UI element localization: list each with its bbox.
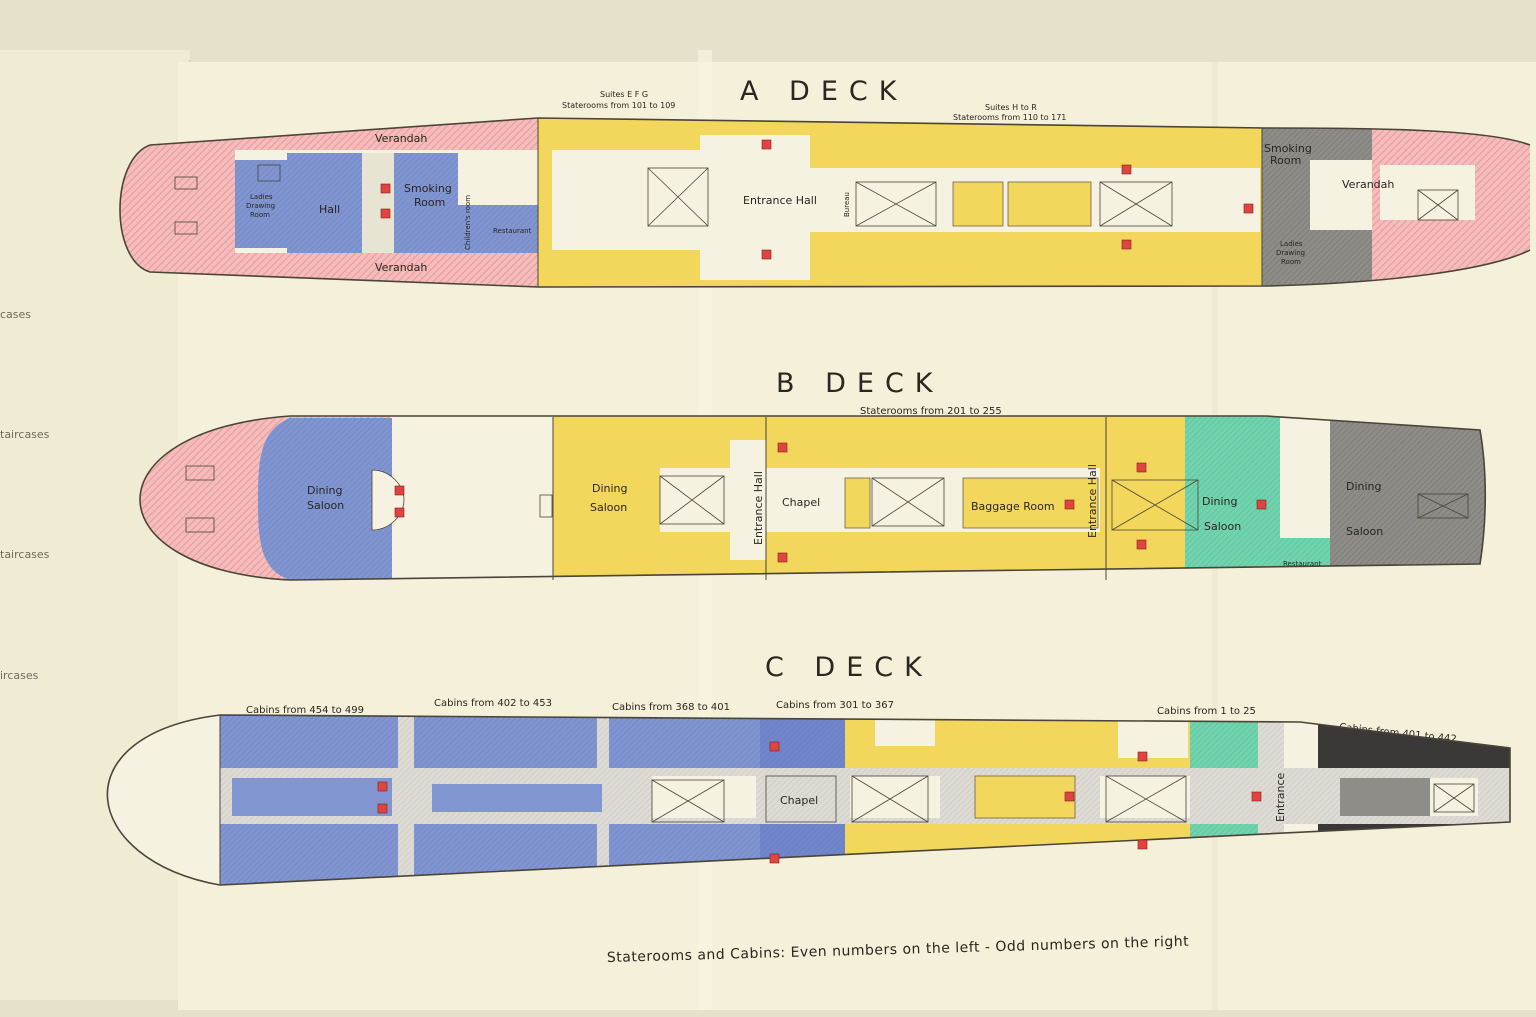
a-label-restaurant: Restaurant: [493, 227, 532, 235]
left-panel-item: taircases: [0, 428, 50, 441]
left-panel-item: ircases: [0, 669, 39, 682]
a-label-ladies-1: Ladies: [250, 193, 273, 201]
b-label-dining3-2: Saloon: [1204, 520, 1241, 533]
a-restaurant: [488, 205, 538, 253]
c-caption-368: Cabins from 368 to 401: [612, 702, 730, 713]
b-lift-markers: [394, 442, 1267, 563]
a-label-ladies-3: Room: [250, 211, 270, 219]
a-label-smoking-2: Room: [414, 196, 445, 209]
b-label-dining1-1: Dining: [307, 484, 343, 497]
left-panel-item: taircases: [0, 548, 50, 561]
b-label-baggage: Baggage Room: [971, 500, 1055, 513]
b-deck: B DECK Staterooms from 201 to 255: [139, 368, 1487, 581]
a-label-aft-ladies-3: Room: [1281, 258, 1301, 266]
b-label-dining2-1: Dining: [592, 482, 628, 495]
a-label-verandah-top: Verandah: [375, 132, 427, 145]
a-ladies-drawing-room: [235, 160, 287, 248]
left-panel-item: cases: [0, 308, 31, 321]
b-label-dining1-2: Saloon: [307, 499, 344, 512]
c-caption-402: Cabins from 402 to 453: [434, 698, 552, 709]
b-dining-saloon-green: [1185, 416, 1280, 580]
a-label-aft-smoking-1: Smoking: [1264, 142, 1312, 155]
a-skylight: [647, 167, 709, 227]
a-caption-staterooms-110: Staterooms from 110 to 171: [953, 113, 1066, 122]
a-label-aft-verandah: Verandah: [1342, 178, 1394, 191]
a-label-aft-ladies-2: Drawing: [1276, 249, 1305, 257]
a-label-entrance-hall: Entrance Hall: [743, 194, 817, 207]
c-label-chapel: Chapel: [780, 794, 818, 807]
b-label-dining3-1: Dining: [1202, 495, 1238, 508]
a-label-aft-ladies-1: Ladies: [1280, 240, 1303, 248]
b-label-dining4-1: Dining: [1346, 480, 1382, 493]
a-label-childrens: Children's room: [464, 195, 472, 250]
b-deck-title: B DECK: [776, 368, 944, 399]
a-label-smoking-1: Smoking: [404, 182, 452, 195]
a-smoking-room: [394, 153, 458, 253]
c-caption-301: Cabins from 301 to 367: [776, 700, 894, 711]
a-deck-title: A DECK: [740, 76, 907, 107]
a-childrens-room: [458, 205, 488, 253]
b-dining-saloon-aft: [1330, 416, 1486, 580]
c-caption-1: Cabins from 1 to 25: [1157, 706, 1256, 717]
b-label-dining2-2: Saloon: [590, 501, 627, 514]
a-label-hall: Hall: [319, 203, 340, 216]
a-deck-outline: [119, 117, 1531, 288]
c-caption-454: Cabins from 454 to 499: [246, 705, 364, 716]
a-hall: [287, 153, 362, 253]
a-caption-staterooms-101: Staterooms from 101 to 109: [562, 101, 675, 110]
b-label-restaurant: Restaurant: [1283, 560, 1322, 568]
a-deck: A DECK Suites E F G Staterooms from 101 …: [119, 76, 1531, 288]
a-label-ladies-2: Drawing: [246, 202, 275, 210]
b-dining-saloon-forward: [258, 418, 392, 580]
b-label-chapel: Chapel: [782, 496, 820, 509]
c-deck-title: C DECK: [765, 652, 933, 683]
a-caption-suites-hr: Suites H to R: [985, 103, 1037, 112]
c-label-entrance: Entrance: [1274, 772, 1287, 822]
c-deck: C DECK Cabins from 454 to 499 Cabins fro…: [106, 652, 1511, 886]
b-label-dining4-2: Saloon: [1346, 525, 1383, 538]
b-label-entrance-hall-2: Entrance Hall: [1086, 464, 1099, 538]
b-caption-staterooms: Staterooms from 201 to 255: [860, 406, 1002, 417]
left-panel-texts: cases taircases taircases ircases: [0, 308, 50, 682]
b-deck-outline: [139, 415, 1487, 581]
a-label-aft-smoking-2: Room: [1270, 154, 1301, 167]
a-label-bureau: Bureau: [843, 192, 851, 217]
c-lift-markers: [377, 741, 1262, 864]
a-label-verandah-bottom: Verandah: [375, 261, 427, 274]
a-lift-markers: [380, 139, 1254, 260]
a-caption-suites-efg: Suites E F G: [600, 90, 648, 99]
b-label-entrance-hall-1: Entrance Hall: [752, 471, 765, 545]
